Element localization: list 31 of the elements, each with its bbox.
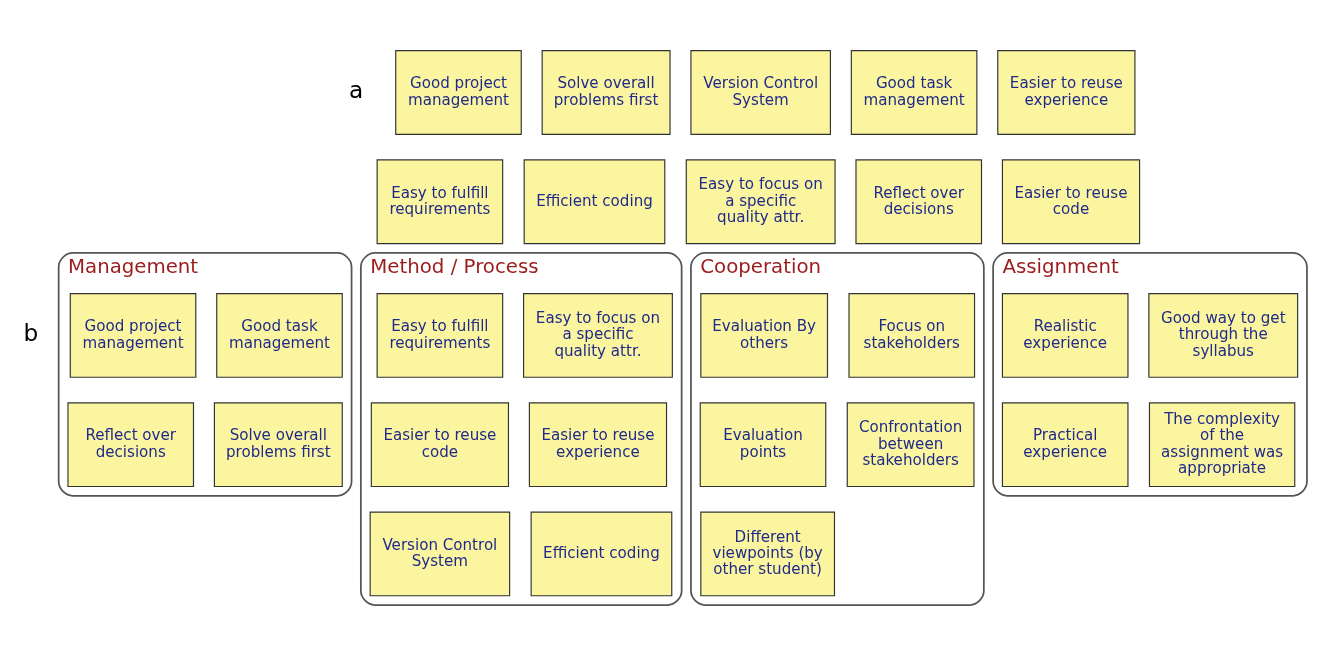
node-box: Solve overall problems first: [213, 402, 343, 488]
node-box: Easier to reuse code: [1001, 159, 1141, 245]
node-box: Focus on stakeholders: [848, 293, 976, 378]
node-box: Easier to reuse experience: [997, 50, 1136, 135]
node-box: Realistic experience: [1001, 293, 1129, 378]
node-box: Version Control System: [690, 50, 831, 135]
node-box: Good project management: [69, 293, 197, 378]
label: a: [349, 76, 364, 104]
node-box: Version Control System: [369, 511, 511, 597]
node-box: The complexity of the assignment was appropriate: [1148, 402, 1296, 488]
node-box: Good way to get through the syllabus: [1148, 293, 1299, 378]
node-box: Easier to reuse code: [370, 402, 510, 488]
node-box: Reflect over decisions: [67, 402, 195, 488]
node-box: Confrontation between stakeholders: [846, 402, 975, 488]
label: b: [23, 319, 39, 347]
node-box: Solve overall problems first: [541, 50, 671, 135]
node-box: Efficient coding: [523, 159, 666, 245]
node-box: Good task management: [216, 293, 343, 378]
node-box: Easy to focus on a specific quality attr.: [523, 293, 673, 378]
node-box: Evaluation By others: [700, 293, 829, 378]
node-box: Easy to fulfill requirements: [376, 159, 504, 245]
node-box: Evaluation points: [699, 402, 827, 488]
node-box: Reflect over decisions: [855, 159, 983, 245]
node-box: Good task management: [850, 50, 978, 135]
node-box: Good project management: [395, 50, 522, 135]
node-box: Easy to focus on a specific quality attr.: [685, 159, 836, 245]
node-box: Efficient coding: [530, 511, 673, 597]
node-box: Easier to reuse experience: [528, 402, 668, 488]
node-box: Practical experience: [1001, 402, 1129, 488]
node-box: Different viewpoints (by other student): [700, 511, 836, 597]
node-box: Easy to fulfill requirements: [376, 293, 504, 378]
